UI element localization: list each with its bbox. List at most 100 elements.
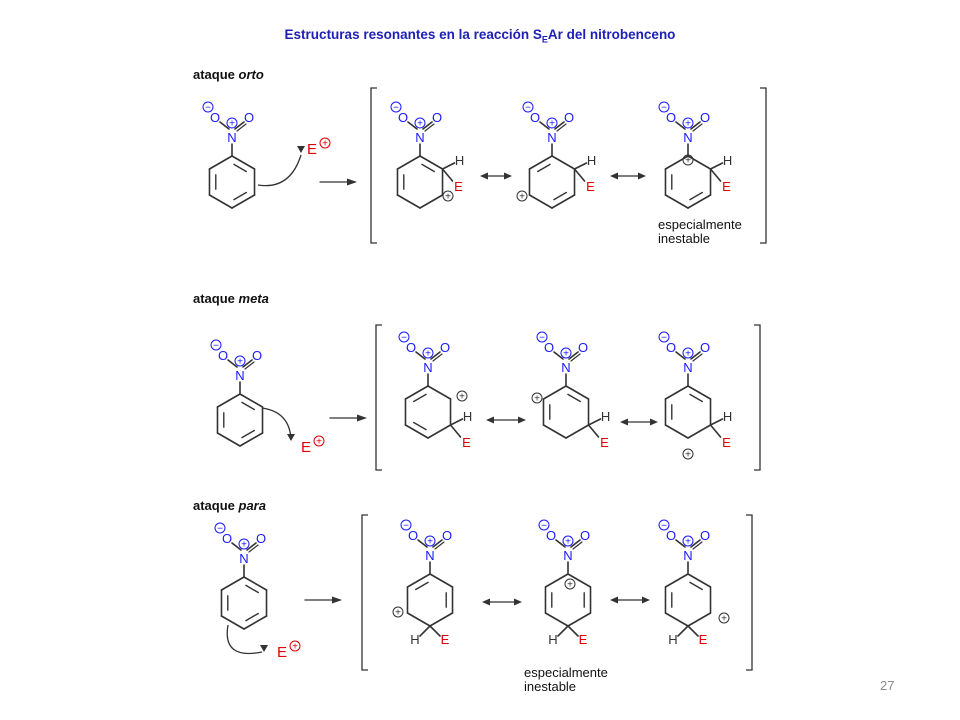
orto-reactant-n-atom: N — [227, 130, 236, 145]
para-reaction-arrow-head — [332, 596, 342, 604]
para-res1-h-bond — [419, 625, 431, 637]
orto-res2-n-charge-circle — [546, 117, 558, 129]
orto-res3-o-charge-sign: − — [661, 103, 667, 114]
meta-res3-h-bond — [709, 418, 724, 426]
meta-res3-n-charge-circle — [682, 347, 694, 359]
meta-res1-h-bond — [449, 418, 464, 426]
meta-res3-bond-5 — [664, 385, 689, 400]
orto-res1-e: E — [454, 179, 463, 194]
meta-resonance-2-head-right — [650, 418, 658, 426]
meta-reactant-bond-5 — [216, 393, 241, 408]
orto-reactant-bond-5 — [208, 155, 233, 170]
para-res1-n-charge-sign: + — [427, 537, 433, 548]
orto-bracket-right — [760, 87, 767, 244]
meta-res2-n-atom: N — [561, 360, 570, 375]
orto-res2-bond-2 — [551, 194, 576, 209]
orto-res3-h-bond — [709, 162, 724, 170]
para-electrophile-charge-sign: + — [292, 642, 298, 653]
para-res3-bond-5 — [664, 573, 689, 588]
meta-res1-n-atom: N — [423, 360, 432, 375]
orto-res1-n-atom: N — [415, 130, 424, 145]
para-reactant-bond-5 — [220, 576, 245, 591]
orto-res3-n-atom: N — [683, 130, 692, 145]
orto-res2-n-atom: N — [547, 130, 556, 145]
orto-electrophile-charge-sign: + — [322, 139, 328, 150]
orto-res3-n-o-left — [675, 121, 686, 130]
meta-res2-o-left: O — [544, 340, 554, 355]
para-res3-n-o-right — [690, 539, 701, 548]
para-res1-o-charge-sign: − — [403, 521, 409, 532]
para-res1-charge-circle — [392, 606, 404, 618]
orto-res1-h-bond — [441, 162, 456, 170]
orto-reactant-bond-0 — [231, 155, 256, 170]
orto-res3-o-left: O — [666, 110, 676, 125]
orto-res2-o-charge-circle — [522, 101, 534, 113]
meta-curved-arrow-curve — [261, 407, 292, 441]
meta-res3-e-bond — [709, 424, 722, 438]
meta-res3-bond-2 — [687, 424, 712, 439]
meta-res1-bond-0 — [427, 385, 452, 400]
meta-res1-n-o-left — [415, 351, 426, 360]
para-res2-h-bond — [557, 625, 569, 637]
orto-resonance-2-head-right — [638, 172, 646, 180]
para-res3-charge-circle — [718, 612, 730, 624]
meta-reactant-n-o-right — [242, 359, 253, 368]
orto-res1-e-bond — [441, 168, 454, 182]
para-res2-n-o-right — [570, 539, 581, 548]
para-res3-n-o-left — [675, 539, 686, 548]
para-res2-n-atom: N — [563, 548, 572, 563]
para-res1-n-atom: N — [425, 548, 434, 563]
meta-res1-charge-sign: + — [459, 392, 465, 403]
orto-reactant-bond-2 — [231, 194, 256, 209]
para-bracket-right — [746, 514, 753, 671]
para-res1-n-o-right-2 — [434, 541, 445, 550]
para-res2-e: E — [579, 632, 588, 647]
orto-resonance-1-head-left — [480, 172, 488, 180]
orto-res3-n-charge-sign: + — [685, 119, 691, 130]
meta-res1-n-charge-circle — [422, 347, 434, 359]
para-res1-bond-2 — [429, 612, 454, 627]
meta-electrophile-charge-circle — [313, 435, 325, 447]
para-res3-bond-0 — [687, 573, 712, 588]
meta-res3-o-charge-sign: − — [661, 333, 667, 344]
orto-res2-h: H — [587, 153, 596, 168]
meta-res2-bond-5 — [542, 385, 567, 400]
orto-res3-charge-circle — [682, 154, 694, 166]
para-res1-n-charge-circle — [424, 535, 436, 547]
para-reactant-n-o-right — [246, 542, 257, 551]
para-res3-charge-sign: + — [721, 614, 727, 625]
para-res2-h: H — [548, 632, 557, 647]
orto-res1-o-charge-sign: − — [393, 103, 399, 114]
orto-res1-bond-5 — [396, 155, 421, 170]
para-res1-charge-sign: + — [395, 608, 401, 619]
orto-res1-n-o-right-2 — [424, 123, 435, 132]
orto-curved-arrow-curve — [257, 154, 302, 187]
para-res3-e-bond — [687, 625, 699, 637]
para-res2-e-bond — [567, 625, 579, 637]
orto-res2-charge-sign: + — [519, 192, 525, 203]
para-reactant-o-charge-sign: − — [217, 524, 223, 535]
meta-res1-o-charge-sign: − — [401, 333, 407, 344]
meta-res1-o-charge-circle — [398, 331, 410, 343]
para-res1-o-right: O — [442, 528, 452, 543]
meta-res3-o-right: O — [700, 340, 710, 355]
orto-res3-bond-0 — [687, 155, 712, 170]
meta-res3-n-o-right — [690, 351, 701, 360]
orto-curved-arrow-head — [297, 146, 305, 153]
orto-res2-n-charge-sign: + — [549, 119, 555, 130]
para-resonance-1-head-right — [514, 598, 522, 606]
para-res2-n-o-right-2 — [572, 541, 583, 550]
meta-reactant-double-2 — [241, 429, 255, 439]
orto-res2-h-bond — [573, 162, 588, 170]
meta-res1-bond-5 — [404, 385, 429, 400]
meta-reactant-double-0 — [241, 401, 255, 411]
meta-resonance-1-head-left — [486, 416, 494, 424]
para-reactant-bond-0 — [243, 576, 268, 591]
meta-res1-o-left: O — [406, 340, 416, 355]
orto-res1-n-o-left — [407, 121, 418, 130]
meta-res3-double-0 — [689, 393, 703, 403]
meta-reactant-n-o-right-2 — [244, 361, 255, 370]
para-res3-h: H — [668, 632, 677, 647]
orto-reactant-double-0 — [233, 163, 247, 173]
para-resonance-2-head-right — [642, 596, 650, 604]
